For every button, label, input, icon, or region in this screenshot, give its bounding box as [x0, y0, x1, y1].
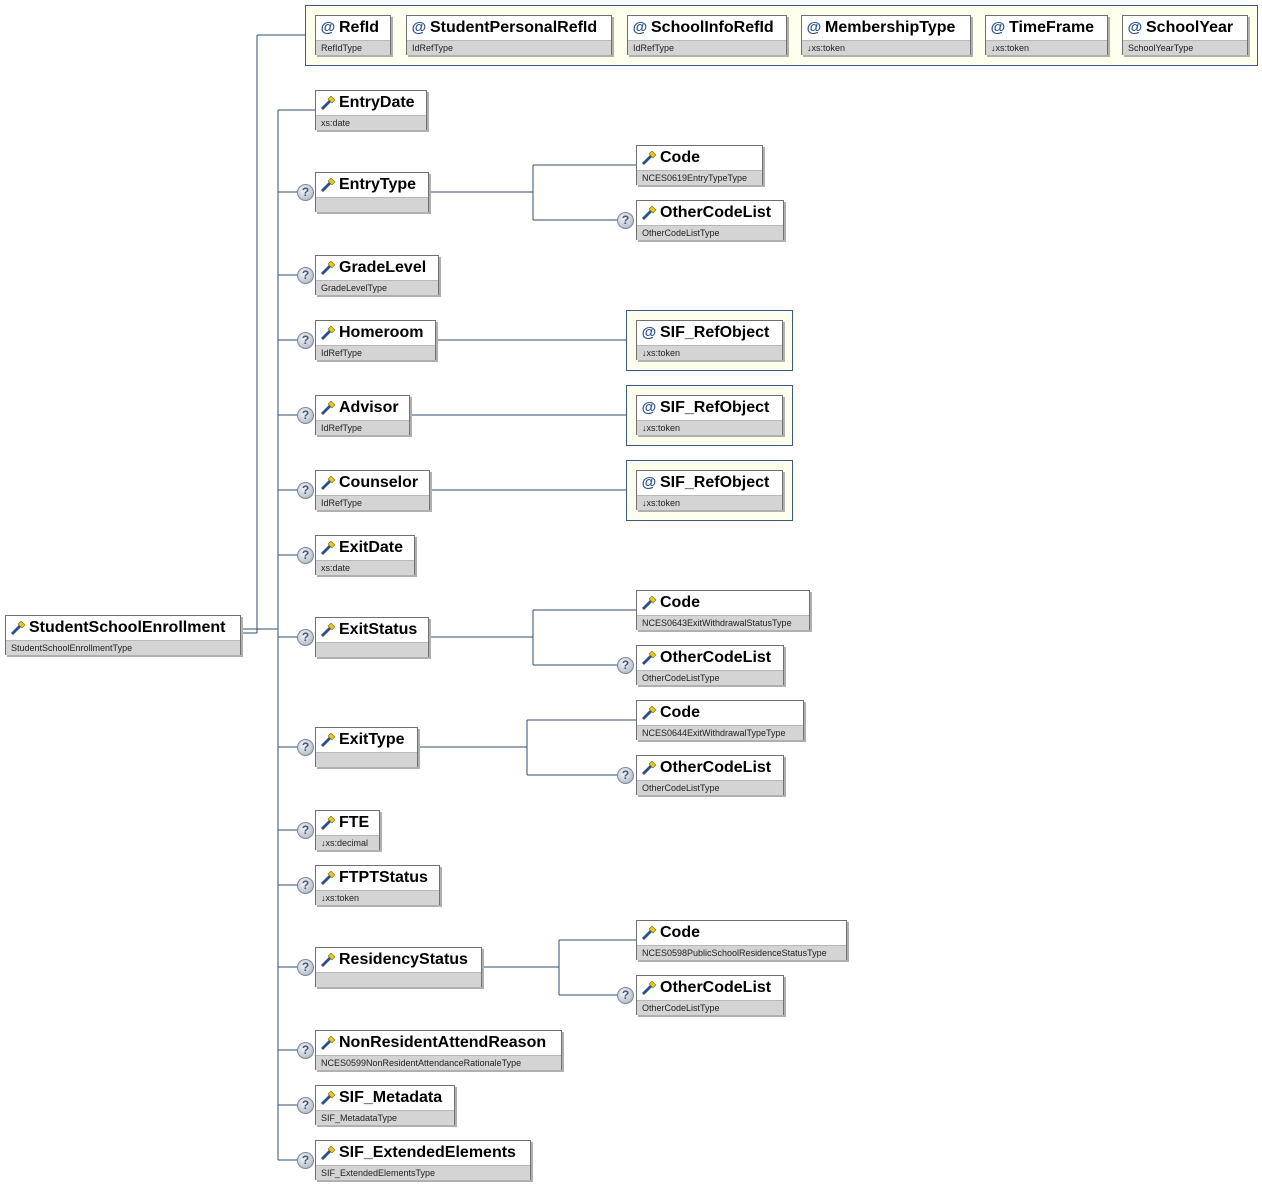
optional-question-icon: ? — [617, 657, 634, 674]
optional-question-icon: ? — [297, 332, 314, 349]
attribute-icon: @ — [1127, 19, 1143, 36]
element-icon — [321, 178, 336, 192]
optional-question-icon: ? — [297, 877, 314, 894]
element-icon — [11, 621, 26, 635]
optional-question-icon: ? — [297, 407, 314, 424]
root-element-name: StudentSchoolEnrollment — [29, 619, 226, 636]
optional-question-icon: ? — [297, 547, 314, 564]
element-node-homeroom[interactable]: Homeroom IdRefType — [315, 320, 436, 360]
root-element-node[interactable]: StudentSchoolEnrollment StudentSchoolEnr… — [5, 615, 241, 655]
entrytype-code-node[interactable]: Code NCES0619EntryTypeType — [636, 145, 763, 185]
element-node-counselor[interactable]: Counselor IdRefType — [315, 470, 430, 510]
element-icon — [321, 816, 336, 830]
attribute-icon: @ — [990, 19, 1006, 36]
element-icon — [642, 651, 657, 665]
element-icon — [642, 761, 657, 775]
optional-question-icon: ? — [617, 987, 634, 1004]
element-icon — [321, 401, 336, 415]
homeroom-sif-refobject-node[interactable]: @SIF_RefObject ↓xs:token — [636, 320, 783, 360]
element-icon — [321, 261, 336, 275]
element-node-gradelevel[interactable]: GradeLevel GradeLevelType — [315, 255, 439, 295]
element-icon — [321, 476, 336, 490]
element-node-advisor[interactable]: Advisor IdRefType — [315, 395, 410, 435]
attribute-icon: @ — [320, 19, 336, 36]
optional-question-icon: ? — [617, 212, 634, 229]
optional-question-icon: ? — [297, 1097, 314, 1114]
advisor-sif-refobject-node[interactable]: @SIF_RefObject ↓xs:token — [636, 395, 783, 435]
element-node-ftptstatus[interactable]: FTPTStatus ↓xs:token — [315, 865, 440, 905]
optional-question-icon: ? — [297, 267, 314, 284]
element-node-entrydate[interactable]: EntryDate xs:date — [315, 90, 427, 130]
residency-othercodelist-node[interactable]: OtherCodeList OtherCodeListType — [636, 975, 784, 1015]
attribute-node-timeframe[interactable]: @TimeFrame ↓xs:token — [985, 15, 1108, 55]
element-node-nonresidentattendreason[interactable]: NonResidentAttendReason NCES0599NonResid… — [315, 1030, 562, 1070]
optional-question-icon: ? — [617, 767, 634, 784]
optional-question-icon: ? — [297, 1042, 314, 1059]
attribute-node-membershiptype[interactable]: @MembershipType ↓xs:token — [801, 15, 971, 55]
optional-question-icon: ? — [297, 629, 314, 646]
element-icon — [642, 981, 657, 995]
optional-question-icon: ? — [297, 739, 314, 756]
element-node-exitdate[interactable]: ExitDate xs:date — [315, 535, 415, 575]
element-node-exittype[interactable]: ExitType — [315, 727, 418, 767]
element-icon — [642, 151, 657, 165]
element-icon — [642, 596, 657, 610]
root-element-type: StudentSchoolEnrollmentType — [6, 640, 240, 655]
element-icon — [321, 623, 336, 637]
attribute-node-studentpersonalrefid[interactable]: @StudentPersonalRefId IdRefType — [406, 15, 612, 55]
attribute-icon: @ — [632, 19, 648, 36]
element-node-fte[interactable]: FTE ↓xs:decimal — [315, 810, 380, 850]
element-icon — [321, 871, 336, 885]
element-icon — [321, 1146, 336, 1160]
element-icon — [321, 1091, 336, 1105]
counselor-sif-refobject-node[interactable]: @SIF_RefObject ↓xs:token — [636, 470, 783, 510]
exitstatus-othercodelist-node[interactable]: OtherCodeList OtherCodeListType — [636, 645, 784, 685]
element-node-entrytype[interactable]: EntryType — [315, 172, 429, 212]
element-icon — [642, 706, 657, 720]
residency-code-node[interactable]: Code NCES0598PublicSchoolResidenceStatus… — [636, 920, 847, 960]
exitstatus-code-node[interactable]: Code NCES0643ExitWithdrawalStatusType — [636, 590, 810, 630]
element-icon — [321, 733, 336, 747]
exittype-code-node[interactable]: Code NCES0644ExitWithdrawalTypeType — [636, 700, 804, 740]
element-icon — [321, 96, 336, 110]
element-node-sif-metadata[interactable]: SIF_Metadata SIF_MetadataType — [315, 1085, 455, 1125]
optional-question-icon: ? — [297, 482, 314, 499]
element-icon — [642, 926, 657, 940]
entrytype-othercodelist-node[interactable]: OtherCodeList OtherCodeListType — [636, 200, 784, 240]
element-node-sif-extendedelements[interactable]: SIF_ExtendedElements SIF_ExtendedElement… — [315, 1140, 531, 1180]
attribute-icon: @ — [641, 474, 657, 491]
element-icon — [321, 1036, 336, 1050]
element-node-exitstatus[interactable]: ExitStatus — [315, 617, 429, 657]
element-icon — [642, 206, 657, 220]
attribute-icon: @ — [411, 19, 427, 36]
attribute-icon: @ — [641, 324, 657, 341]
optional-question-icon: ? — [297, 822, 314, 839]
exittype-othercodelist-node[interactable]: OtherCodeList OtherCodeListType — [636, 755, 784, 795]
element-icon — [321, 326, 336, 340]
attribute-icon: @ — [641, 399, 657, 416]
element-icon — [321, 541, 336, 555]
attribute-node-schoolyear[interactable]: @SchoolYear SchoolYearType — [1122, 15, 1248, 55]
element-node-residencystatus[interactable]: ResidencyStatus — [315, 947, 482, 987]
optional-question-icon: ? — [297, 1152, 314, 1169]
optional-question-icon: ? — [297, 959, 314, 976]
element-icon — [321, 953, 336, 967]
attribute-icon: @ — [806, 19, 822, 36]
optional-question-icon: ? — [297, 184, 314, 201]
attribute-node-refid[interactable]: @RefId RefIdType — [315, 15, 391, 55]
attribute-node-schoolinforefid[interactable]: @SchoolInfoRefId IdRefType — [627, 15, 787, 55]
